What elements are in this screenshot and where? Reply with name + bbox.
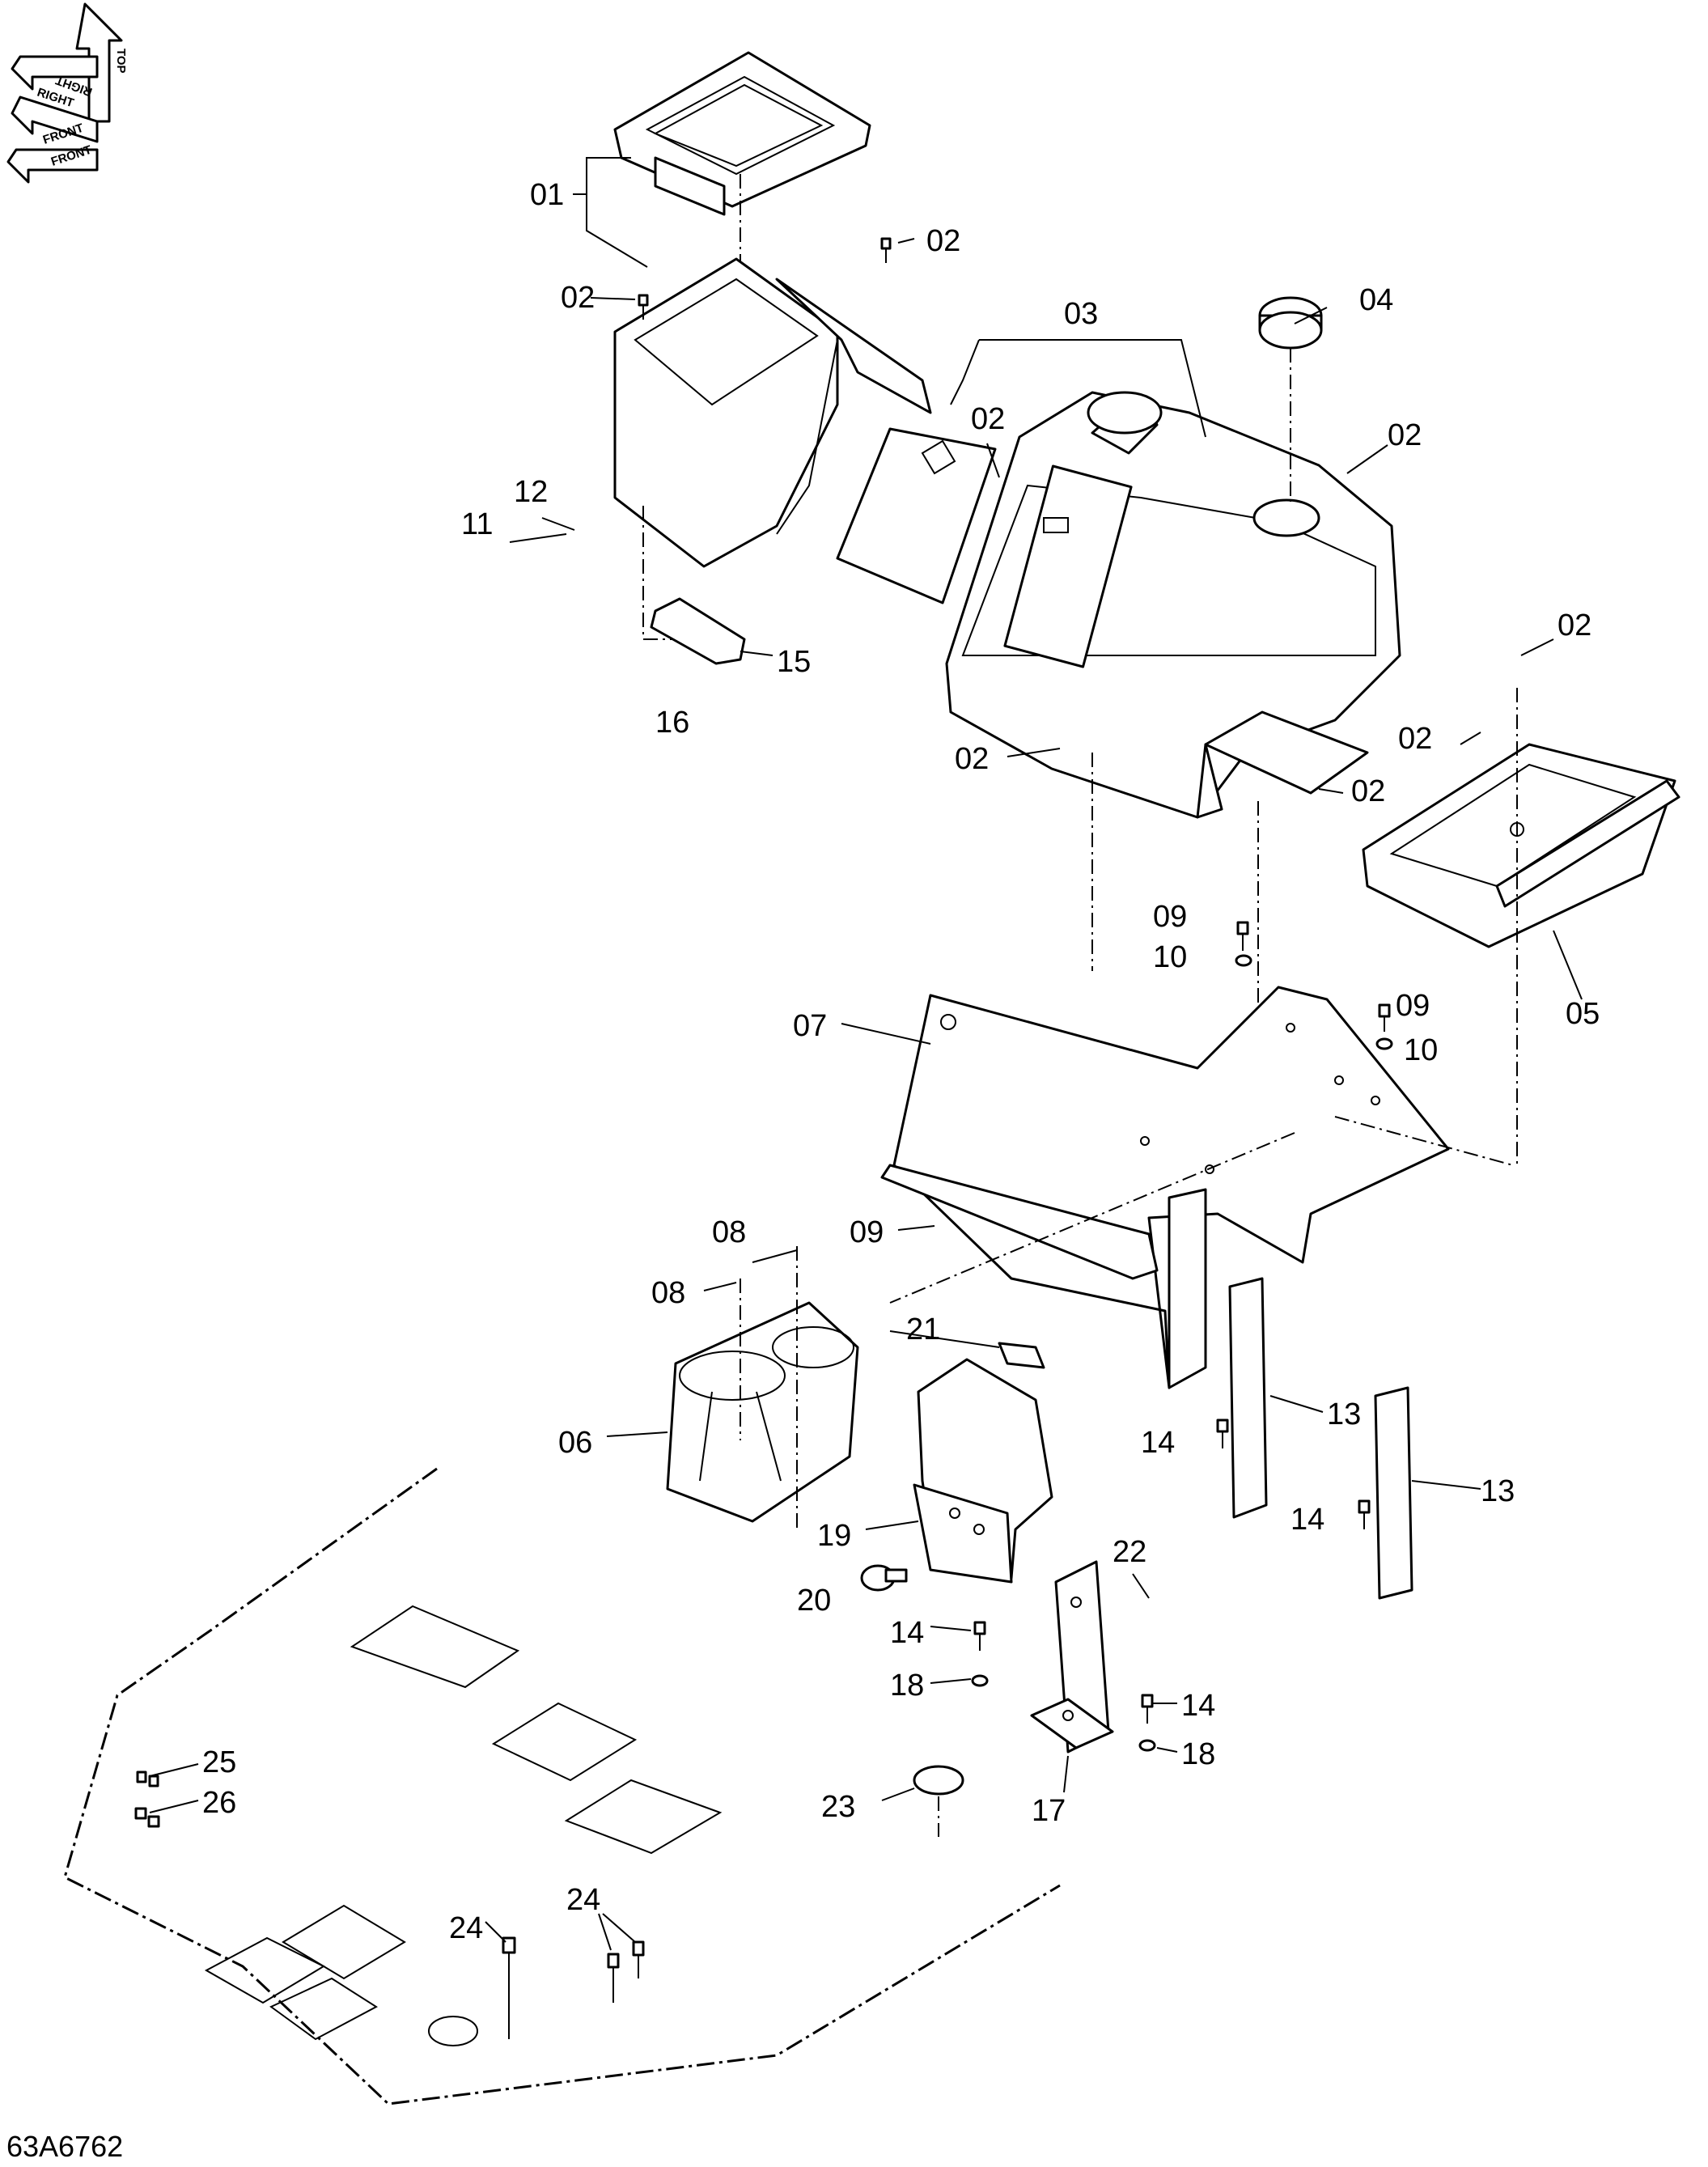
- callout-02-e: 02: [1558, 609, 1591, 642]
- fastener-washer-18-a: [971, 1674, 989, 1687]
- callout-01: 01: [530, 178, 564, 212]
- callout-02-c: 02: [971, 402, 1005, 436]
- fastener-bolt-09-b: [1378, 1003, 1391, 1032]
- fastener-washer-18-b: [1138, 1739, 1156, 1752]
- fastener-bolt-14-a: [1216, 1419, 1229, 1448]
- callout-17: 17: [1032, 1794, 1066, 1828]
- callout-18-b: 18: [1181, 1737, 1215, 1771]
- callout-24-a: 24: [566, 1883, 600, 1917]
- fastener-bolt-14-c: [973, 1621, 986, 1651]
- callout-14-d: 14: [1181, 1689, 1215, 1723]
- callout-labels: 01 02 02 03 04 02 02 12 11 02 15 16 02 0…: [202, 178, 1600, 1945]
- fastener-bolt-25: [136, 1770, 159, 1787]
- drawing-code: 63A6762: [6, 2130, 123, 2163]
- callout-16: 16: [655, 706, 689, 740]
- fastener-washer-10-a: [1235, 954, 1252, 967]
- callout-07: 07: [793, 1009, 827, 1043]
- callout-09-c: 09: [850, 1215, 884, 1249]
- callout-12: 12: [514, 475, 548, 509]
- fastener-screw-02-b: [638, 294, 649, 320]
- orientation-top-label: TOP: [114, 49, 128, 74]
- callout-13-b: 13: [1481, 1474, 1515, 1508]
- callout-14-b: 14: [1291, 1503, 1324, 1537]
- callout-18-a: 18: [890, 1669, 924, 1703]
- fastener-bolt-24-c: [632, 1940, 645, 1978]
- fastener-bolt-14-d: [1141, 1694, 1154, 1724]
- callout-05: 05: [1566, 997, 1600, 1031]
- callout-14-a: 14: [1141, 1426, 1175, 1460]
- callout-22: 22: [1113, 1535, 1146, 1569]
- callout-06: 06: [558, 1426, 592, 1460]
- fastener-bolt-14-b: [1358, 1499, 1371, 1529]
- callout-20: 20: [797, 1584, 831, 1618]
- part-23-plug: [913, 1765, 964, 1837]
- part-20-knob: [860, 1564, 908, 1592]
- fastener-bolt-09-a: [1236, 921, 1249, 951]
- callout-11: 11: [461, 507, 493, 541]
- callout-02-d: 02: [1388, 418, 1422, 452]
- floor-plate: [63, 1467, 1061, 2106]
- callout-13-a: 13: [1327, 1397, 1361, 1431]
- callout-14-c: 14: [890, 1616, 924, 1650]
- fastener-bolt-24-a: [502, 1936, 516, 2039]
- callout-03: 03: [1064, 297, 1098, 331]
- callout-02-b: 02: [561, 281, 595, 315]
- callout-21: 21: [906, 1312, 940, 1346]
- leader-lines: [149, 157, 1583, 1951]
- fastener-bolt-24-b: [607, 1953, 620, 2003]
- callout-19: 19: [817, 1519, 851, 1553]
- callout-23: 23: [821, 1790, 855, 1824]
- part-19-bracket: [913, 1342, 1053, 1584]
- part-01-lid: [613, 51, 871, 324]
- part-07-main-plate: [880, 986, 1514, 1389]
- callout-10-b: 10: [1404, 1033, 1438, 1067]
- callout-15: 15: [777, 645, 811, 679]
- callout-08-b: 08: [651, 1276, 685, 1310]
- callout-08-a: 08: [712, 1215, 746, 1249]
- part-13-strap-right: [1374, 1386, 1413, 1600]
- callout-02-g: 02: [955, 742, 989, 776]
- part-13-strap-left: [1228, 1277, 1268, 1519]
- callout-09-a: 09: [1153, 900, 1187, 934]
- part-03-console-cover: [945, 391, 1401, 1214]
- callout-02-a: 02: [926, 224, 960, 258]
- fastener-screw-02-a: [880, 237, 892, 263]
- side-panel: [836, 427, 997, 604]
- callout-26: 26: [202, 1786, 236, 1820]
- fastener-nut-26: [134, 1807, 160, 1828]
- callout-09-b: 09: [1396, 989, 1430, 1023]
- part-05-tray: [1362, 688, 1680, 1165]
- callout-10-a: 10: [1153, 940, 1187, 974]
- callout-24-b: 24: [449, 1911, 483, 1945]
- callout-02-f: 02: [1398, 722, 1432, 756]
- orientation-indicator: TOP RIGHT FRONT FRONT RIGHT: [6, 2, 128, 184]
- callout-04: 04: [1359, 283, 1393, 317]
- part-15-small-plate: [650, 597, 746, 665]
- part-04-cap: [1258, 296, 1323, 502]
- fastener-washer-10-b: [1375, 1037, 1393, 1050]
- part-06-cup-holder: [666, 1246, 859, 1529]
- part-17-l-bracket: [1030, 1560, 1114, 1754]
- rear-storage-box: [613, 257, 932, 640]
- callout-02-h: 02: [1351, 774, 1385, 808]
- callout-25: 25: [202, 1745, 236, 1779]
